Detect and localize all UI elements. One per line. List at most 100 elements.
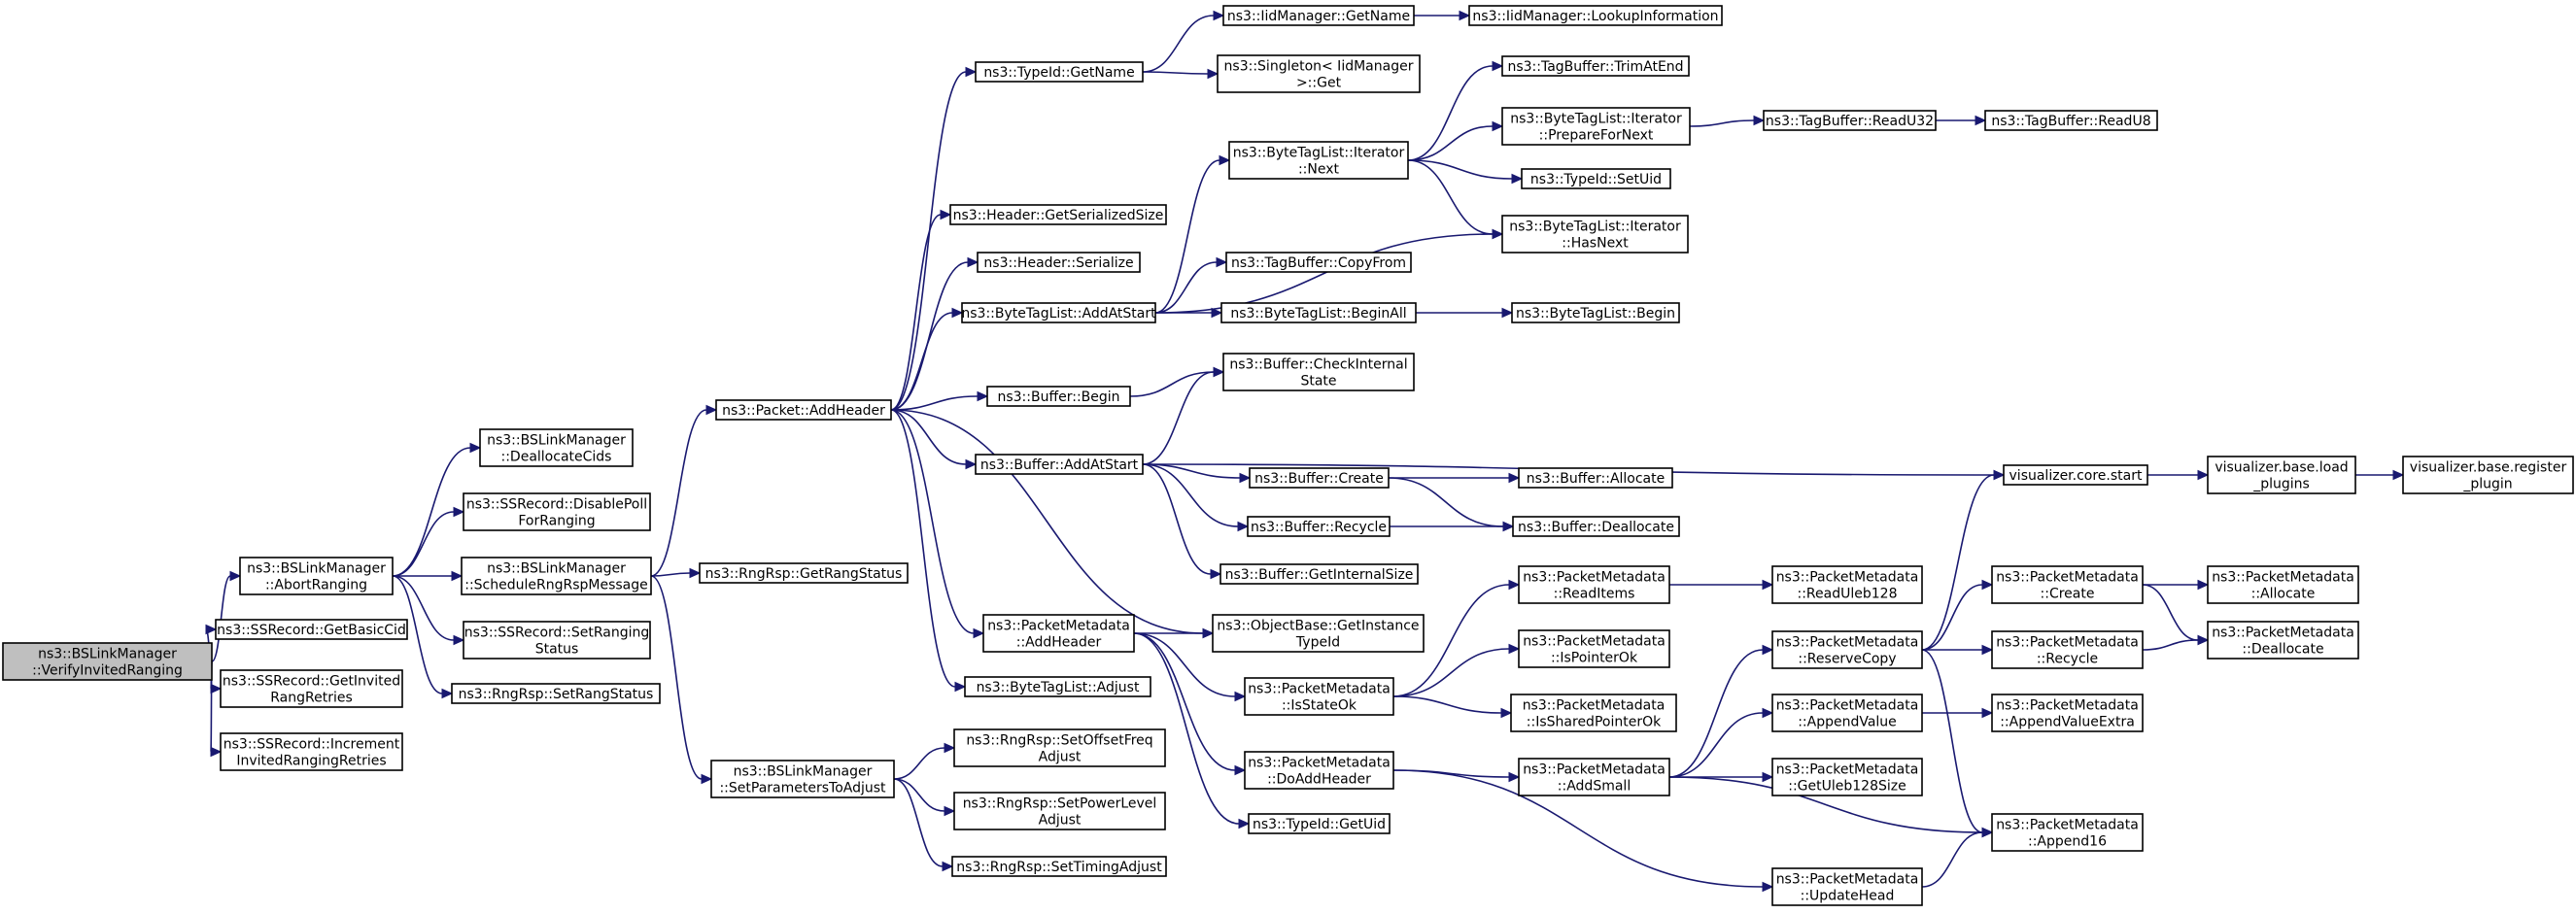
node-btl_adjust[interactable]: ns3::ByteTagList::Adjust (964, 676, 1151, 697)
node-btl_begin[interactable]: ns3::ByteTagList::Begin (1511, 302, 1680, 323)
node-label: ::Recycle (2037, 652, 2098, 667)
node-pm_addheader[interactable]: ns3::PacketMetadata::AddHeader (982, 614, 1135, 653)
node-label: ::IsStateOk (1282, 698, 1357, 714)
node-root[interactable]: ns3::BSLinkManager::VerifyInvitedRanging (2, 642, 213, 681)
edge-line (1133, 632, 1236, 697)
node-setrangstatus[interactable]: ns3::RngRsp::SetRangStatus (451, 683, 661, 704)
node-label: ns3::PacketMetadata (2212, 626, 2354, 641)
node-settimingadjust[interactable]: ns3::RngRsp::SetTimingAdjust (951, 856, 1167, 877)
node-label: ns3::PacketMetadata (1523, 634, 1666, 650)
node-label: ns3::RngRsp::SetPowerLevel (963, 796, 1157, 812)
call-edge-addheader-to-getinstancetypeid (890, 409, 1215, 639)
node-buffer_recycle[interactable]: ns3::Buffer::Recycle (1247, 516, 1391, 537)
node-label: ns3::SSRecord::Increment (223, 737, 400, 753)
edge-line (392, 447, 471, 577)
node-box (1771, 694, 1923, 732)
node-buffer_addatstart[interactable]: ns3::Buffer::AddAtStart (975, 454, 1144, 475)
edge-arrowhead (1762, 881, 1774, 893)
node-pm_addsmall[interactable]: ns3::PacketMetadata::AddSmall (1518, 758, 1670, 796)
node-pm_recycle[interactable]: ns3::PacketMetadata::Recycle (1991, 630, 2144, 669)
node-btl_beginall[interactable]: ns3::ByteTagList::BeginAll (1220, 302, 1417, 323)
node-pm_getuleb128size[interactable]: ns3::PacketMetadata::GetUleb128Size (1771, 758, 1923, 796)
node-pm_allocate[interactable]: ns3::PacketMetadata::Allocate (2207, 565, 2359, 604)
node-getbasiccid[interactable]: ns3::SSRecord::GetBasicCid (215, 619, 408, 640)
node-getserializedsize[interactable]: ns3::Header::GetSerializedSize (949, 204, 1167, 225)
node-pm_readuleb128[interactable]: ns3::PacketMetadata::ReadUleb128 (1771, 565, 1923, 604)
node-pm_issharedpointerok[interactable]: ns3::PacketMetadata::IsSharedPointerOk (1510, 694, 1677, 732)
node-viz_register[interactable]: visualizer.base.register_plugin (2402, 456, 2574, 494)
node-lookupinfo[interactable]: ns3::IidManager::LookupInformation (1468, 5, 1723, 26)
node-iter_hasnext[interactable]: ns3::ByteTagList::Iterator::HasNext (1501, 215, 1689, 254)
node-viz_start[interactable]: visualizer.core.start (2003, 464, 2148, 486)
node-iter_next[interactable]: ns3::ByteTagList::Iterator::Next (1228, 141, 1409, 180)
node-tb_trimatend[interactable]: ns3::TagBuffer::TrimAtEnd (1501, 55, 1690, 77)
edge-arrowhead (1762, 771, 1774, 783)
node-pm_isstateok[interactable]: ns3::PacketMetadata::IsStateOk (1244, 677, 1394, 716)
node-label: ns3::PacketMetadata (1776, 698, 1919, 714)
node-label: ns3::PacketMetadata (2212, 570, 2354, 586)
node-box (1512, 516, 1680, 537)
edge-arrowhead (1501, 307, 1514, 319)
edge-arrowhead (2197, 469, 2210, 481)
node-pm_append16[interactable]: ns3::PacketMetadata::Append16 (1991, 813, 2144, 852)
node-getrangstatus[interactable]: ns3::RngRsp::GetRangStatus (699, 562, 909, 584)
call-edge-pm_doaddheader-to-pm_updatehead (1392, 769, 1774, 893)
edge-arrowhead (1213, 366, 1225, 378)
node-box (2207, 456, 2356, 494)
node-singleton[interactable]: ns3::Singleton< IidManager>::Get (1217, 54, 1421, 93)
node-iidgetname[interactable]: ns3::IidManager::GetName (1222, 5, 1415, 26)
node-pm_ispointerok[interactable]: ns3::PacketMetadata::IsPointerOk (1518, 629, 1670, 668)
node-pm_appendvalueextra[interactable]: ns3::PacketMetadata::AppendValueExtra (1991, 694, 2144, 732)
node-tb_readu8[interactable]: ns3::TagBuffer::ReadU8 (1984, 110, 2158, 131)
node-pm_deallocate[interactable]: ns3::PacketMetadata::Deallocate (2207, 621, 2359, 660)
node-typeidgetname[interactable]: ns3::TypeId::GetName (975, 61, 1144, 83)
node-schedule[interactable]: ns3::BSLinkManager::ScheduleRngRspMessag… (461, 557, 652, 595)
node-increment[interactable]: ns3::SSRecord::IncrementInvitedRangingRe… (220, 732, 403, 771)
node-btl_addatstart[interactable]: ns3::ByteTagList::AddAtStart (961, 302, 1156, 323)
node-pm_create[interactable]: ns3::PacketMetadata::Create (1991, 565, 2144, 604)
node-buffer_deallocate[interactable]: ns3::Buffer::Deallocate (1512, 516, 1680, 537)
node-pm_updatehead[interactable]: ns3::PacketMetadata::UpdateHead (1771, 867, 1923, 906)
node-bufferbegin[interactable]: ns3::Buffer::Begin (986, 386, 1131, 407)
node-buffer_create[interactable]: ns3::Buffer::Create (1249, 467, 1390, 489)
node-box (986, 386, 1131, 407)
node-iter_prepare[interactable]: ns3::ByteTagList::Iterator::PrepareForNe… (1501, 107, 1691, 146)
node-box (2207, 565, 2359, 604)
node-label: ns3::ByteTagList::Begin (1516, 306, 1675, 322)
node-label: ::ScheduleRngRspMessage (464, 578, 648, 593)
node-label: visualizer.base.load (2215, 460, 2348, 476)
call-edge-iter_next-to-tb_trimatend (1407, 60, 1504, 161)
node-tb_readu32[interactable]: ns3::TagBuffer::ReadU32 (1763, 110, 1937, 131)
edge-arrowhead (965, 66, 978, 78)
node-label: ns3::TagBuffer::ReadU8 (1991, 114, 2150, 129)
node-getinternalsize[interactable]: ns3::Buffer::GetInternalSize (1219, 563, 1419, 585)
node-pm_appendvalue[interactable]: ns3::PacketMetadata::AppendValue (1771, 694, 1923, 732)
node-headerserialize[interactable]: ns3::Header::Serialize (977, 252, 1141, 273)
node-label: ns3::ByteTagList::Iterator (1509, 220, 1681, 235)
node-pm_reservecopy[interactable]: ns3::PacketMetadata::ReserveCopy (1771, 630, 1923, 669)
node-typeidgetuid[interactable]: ns3::TypeId::GetUid (1248, 813, 1391, 834)
call-edge-pm_reservecopy-to-pm_recycle (1922, 644, 1994, 656)
edge-line (650, 572, 691, 577)
call-edge-pm_reservecopy-to-viz_start (1921, 469, 2006, 651)
node-tb_copyfrom[interactable]: ns3::TagBuffer::CopyFrom (1225, 252, 1412, 273)
node-dealloccids[interactable]: ns3::BSLinkManager::DeallocateCids (479, 428, 634, 467)
node-addheader[interactable]: ns3::Packet::AddHeader (715, 399, 892, 421)
node-abort[interactable]: ns3::BSLinkManager::AbortRanging (239, 557, 394, 595)
node-buffer_allocate[interactable]: ns3::Buffer::Allocate (1518, 467, 1673, 489)
node-viz_load[interactable]: visualizer.base.load_plugins (2207, 456, 2356, 494)
node-label: ns3::ByteTagList::BeginAll (1230, 306, 1406, 322)
node-pm_readitems[interactable]: ns3::PacketMetadata::ReadItems (1518, 565, 1670, 604)
node-label: ns3::BSLinkManager (247, 561, 386, 577)
node-typeidsetuid[interactable]: ns3::TypeId::SetUid (1521, 168, 1671, 189)
node-setparams[interactable]: ns3::BSLinkManager::SetParametersToAdjus… (710, 760, 895, 798)
edge-arrowhead (1492, 120, 1504, 132)
node-pm_doaddheader[interactable]: ns3::PacketMetadata::DoAddHeader (1244, 751, 1394, 790)
